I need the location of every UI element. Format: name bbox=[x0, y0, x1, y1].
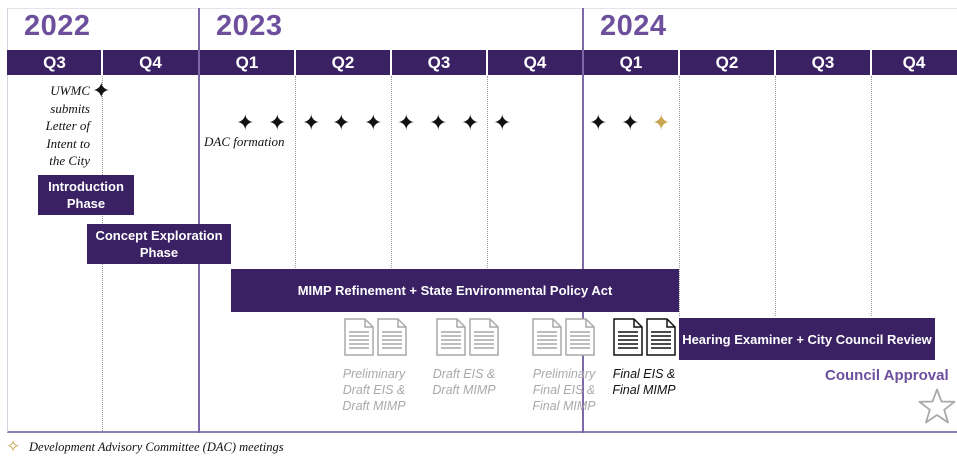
document-icon bbox=[613, 318, 643, 356]
document-label-line: Final EIS & bbox=[532, 383, 596, 397]
quarter-separator bbox=[870, 50, 872, 75]
quarter-2022-q4: Q4 bbox=[139, 53, 162, 72]
uwmc-milestone-text: UWMC submits Letter of Intent to the Cit… bbox=[30, 82, 90, 170]
document-label-line: Draft EIS & bbox=[432, 367, 496, 381]
quarter-separator bbox=[678, 50, 680, 75]
year-2022: 2022 bbox=[24, 10, 91, 42]
quarter-2024-q3: Q3 bbox=[811, 53, 835, 72]
phase-label: Hearing Examiner + City Council Review bbox=[682, 331, 932, 347]
phase-label: Concept Exploration bbox=[95, 228, 223, 243]
quarter-2024-q2: Q2 bbox=[715, 53, 739, 72]
quarter-gridline bbox=[391, 76, 392, 268]
quarter-2023-q2: Q2 bbox=[331, 53, 355, 72]
quarter-2024-q1: Q1 bbox=[619, 53, 643, 72]
document-label-line: Preliminary bbox=[532, 367, 596, 381]
year-2024: 2024 bbox=[600, 10, 667, 42]
quarter-gridline bbox=[487, 76, 488, 268]
document-label-line: Draft EIS & bbox=[342, 383, 406, 397]
document-icon bbox=[469, 318, 499, 356]
star-outline-icon bbox=[918, 388, 956, 424]
quarter-gridline bbox=[871, 76, 872, 316]
quarter-2024-q4: Q4 bbox=[902, 53, 926, 72]
document-label: Preliminary Final EIS & Final MIMP bbox=[524, 366, 604, 414]
quarter-separator bbox=[486, 50, 488, 75]
timeline-frame bbox=[7, 8, 957, 433]
document-label: Draft EIS & Draft MIMP bbox=[424, 366, 504, 398]
mimp-refinement-phase-bar: MIMP Refinement + State Environmental Po… bbox=[231, 269, 679, 312]
dac-meeting-icon: ✦ bbox=[397, 110, 416, 135]
phase-label: Phase bbox=[66, 196, 106, 211]
quarter-gridline bbox=[295, 76, 296, 268]
dac-meeting-icon: ✦ bbox=[589, 110, 608, 135]
quarter-gridline bbox=[679, 76, 680, 316]
quarter-2023-q4: Q4 bbox=[523, 53, 547, 72]
quarter-separator bbox=[101, 50, 103, 75]
quarter-separator bbox=[774, 50, 776, 75]
dac-meeting-icon: ✦ bbox=[493, 110, 512, 135]
dac-meeting-icon: ✦ bbox=[302, 110, 321, 135]
document-label-line: Final MIMP bbox=[612, 383, 676, 397]
quarter-2023-q3: Q3 bbox=[427, 53, 451, 72]
year-divider-2024 bbox=[582, 8, 584, 433]
uwmc-line: submits bbox=[50, 100, 90, 116]
document-icon bbox=[436, 318, 466, 356]
phase-label: MIMP Refinement + State Environmental Po… bbox=[297, 283, 613, 298]
dac-meeting-icon: ✦ bbox=[621, 110, 640, 135]
dac-meeting-icon: ✦ bbox=[461, 110, 480, 135]
uwmc-line: UWMC bbox=[50, 83, 90, 98]
document-label-line: Preliminary bbox=[342, 367, 406, 381]
dac-formation-label: DAC formation bbox=[204, 134, 285, 149]
quarter-separator bbox=[294, 50, 296, 75]
document-label-line: Final MIMP bbox=[532, 399, 596, 413]
legend-label: Development Advisory Committee (DAC) mee… bbox=[29, 440, 284, 454]
document-icon bbox=[344, 318, 374, 356]
document-icon bbox=[565, 318, 595, 356]
uwmc-milestone-icon: ✦ bbox=[92, 78, 111, 103]
quarter-gridline bbox=[775, 76, 776, 316]
year-divider-2023 bbox=[198, 8, 200, 433]
dac-meeting-icon: ✦ bbox=[332, 110, 351, 135]
document-icon bbox=[377, 318, 407, 356]
dac-meeting-icon: ✦ bbox=[268, 110, 287, 135]
uwmc-line: Intent to bbox=[46, 135, 90, 151]
quarter-bar bbox=[7, 50, 957, 75]
document-label: Preliminary Draft EIS & Draft MIMP bbox=[334, 366, 414, 414]
document-label-line: Final EIS & bbox=[612, 367, 676, 381]
document-label-line: Draft MIMP bbox=[342, 399, 406, 413]
year-2023: 2023 bbox=[216, 10, 283, 42]
quarter-2022-q3: Q3 bbox=[43, 53, 66, 72]
dac-meeting-icon: ✦ bbox=[364, 110, 383, 135]
quarter-2023-q1: Q1 bbox=[235, 53, 259, 72]
hearing-examiner-phase-bar: Hearing Examiner + City Council Review bbox=[679, 318, 935, 360]
document-label-line: Draft MIMP bbox=[432, 383, 496, 397]
quarter-separator bbox=[390, 50, 392, 75]
uwmc-line: the City bbox=[49, 153, 90, 168]
phase-label: Phase bbox=[139, 245, 179, 260]
council-approval-label: Council Approval bbox=[825, 367, 949, 384]
dac-meeting-icon: ✦ bbox=[236, 110, 255, 135]
document-icon bbox=[532, 318, 562, 356]
dac-meeting-icon: ✦ bbox=[429, 110, 448, 135]
dac-meeting-upcoming-icon: ✦ bbox=[652, 110, 671, 135]
document-icon bbox=[646, 318, 676, 356]
document-label: Final EIS & Final MIMP bbox=[604, 366, 684, 398]
uwmc-line: Letter of bbox=[45, 118, 90, 133]
phase-label: Introduction bbox=[48, 179, 124, 194]
legend-meeting-icon: ✧ bbox=[6, 437, 21, 456]
